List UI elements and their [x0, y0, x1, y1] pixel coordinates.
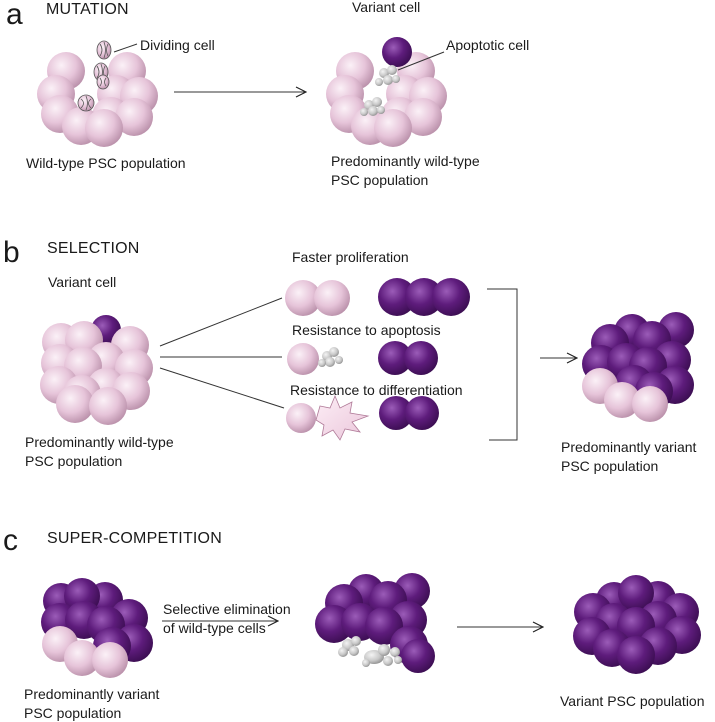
differentiation-resistance-cells: [286, 394, 439, 441]
variant-cluster-b: [582, 312, 694, 422]
differentiated-cell: [315, 394, 370, 441]
variant-cluster-c-left: [41, 578, 153, 678]
variant-cluster-c-middle: [315, 573, 435, 673]
mechanism-resistance-apoptosis: Resistance to apoptosis: [292, 322, 441, 338]
proliferation-cells: [285, 278, 470, 316]
panel-letter-c: c: [3, 524, 18, 557]
arrow-label-line2: of wild-type cells: [163, 620, 266, 636]
panel-c-title: SUPER-COMPETITION: [47, 530, 222, 547]
caption-c-left-line1: Predominantly variant: [24, 686, 160, 702]
variant-cluster-c-right: [573, 575, 701, 674]
mechanism-resistance-differentiation: Resistance to differentiation: [290, 382, 463, 398]
wild-type-cluster-b: [40, 315, 153, 425]
variant-cell-a: [382, 37, 412, 67]
panel-a: a MUTATION Dividing cell: [6, 0, 529, 188]
apoptosis-resistance-cells: [287, 341, 438, 375]
label-apoptotic-cell: Apoptotic cell: [446, 37, 529, 53]
caption-c-left-line2: PSC population: [24, 705, 121, 721]
caption-b-right-line1: Predominantly variant: [561, 439, 697, 455]
panel-letter-b: b: [3, 236, 20, 269]
caption-b-left-line2: PSC population: [25, 453, 122, 469]
panel-b-title: SELECTION: [47, 240, 140, 257]
label-variant-cell-a: Variant cell: [352, 0, 420, 15]
label-dividing-cell: Dividing cell: [140, 37, 215, 53]
branch-line-3: [159, 367, 285, 409]
caption-wild-type-population: Wild-type PSC population: [26, 155, 186, 171]
panel-c: c SUPER-COMPETITION Predominantly varian…: [3, 524, 705, 721]
label-variant-cell-b: Variant cell: [48, 274, 116, 290]
caption-a-right-line1: Predominantly wild-type: [331, 153, 480, 169]
panel-a-title: MUTATION: [46, 1, 129, 18]
caption-a-right-line2: PSC population: [331, 172, 428, 188]
dividing-cell-pointer: [113, 43, 138, 53]
panel-b: b SELECTION Variant cell Predominantly w…: [3, 236, 697, 474]
mechanism-faster-proliferation: Faster proliferation: [292, 249, 409, 265]
panel-letter-a: a: [6, 0, 23, 31]
branch-line-1: [159, 297, 283, 347]
bracket: [487, 288, 518, 441]
caption-b-right-line2: PSC population: [561, 458, 658, 474]
dividing-cells: [77, 40, 112, 112]
apoptotic-cell-pointer: [397, 51, 445, 71]
arrow-label-line1: Selective elimination: [163, 601, 291, 617]
apoptotic-cells-c: [338, 636, 402, 667]
apoptotic-cells-a: [360, 65, 400, 116]
caption-variant-population: Variant PSC population: [560, 693, 705, 709]
mixed-cluster-a: [326, 37, 447, 147]
caption-b-left-line1: Predominantly wild-type: [25, 434, 174, 450]
